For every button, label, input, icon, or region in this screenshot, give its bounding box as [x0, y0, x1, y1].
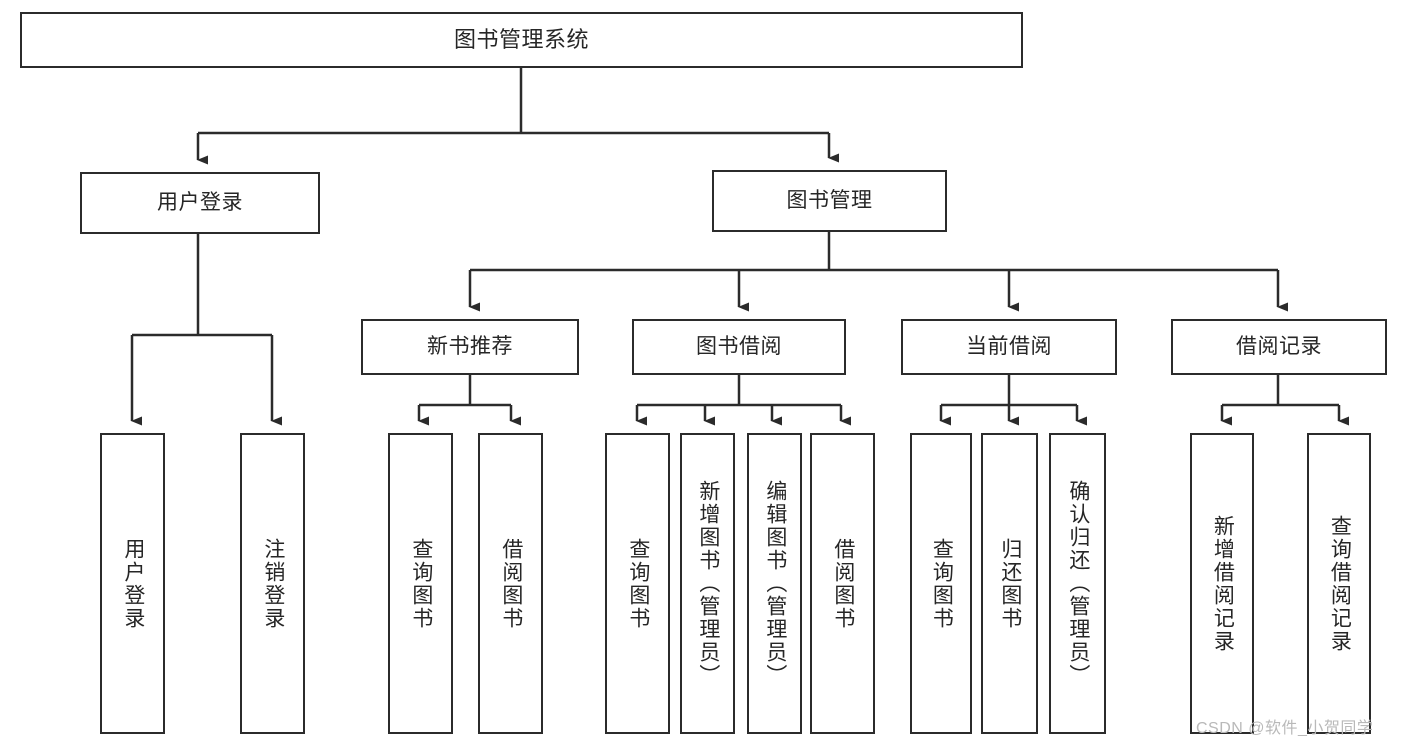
node-label: 新增图书（管理员） [696, 480, 720, 687]
node-label: 借阅记录 [1236, 334, 1322, 358]
leaf-query-book-borrow[interactable]: 查询图书 [605, 433, 670, 734]
leaf-add-book-admin[interactable]: 新增图书（管理员） [680, 433, 735, 734]
leaf-query-book-recommend[interactable]: 查询图书 [388, 433, 453, 734]
leaf-add-borrow-record[interactable]: 新增借阅记录 [1190, 433, 1254, 734]
node-new-book-recommend[interactable]: 新书推荐 [361, 319, 579, 375]
leaf-borrow-book-recommend[interactable]: 借阅图书 [478, 433, 543, 734]
leaf-query-book-current[interactable]: 查询图书 [910, 433, 972, 734]
csdn-watermark: CSDN @软件_小贺同学 [1196, 720, 1374, 737]
leaf-return-book[interactable]: 归还图书 [981, 433, 1038, 734]
leaf-confirm-return-admin[interactable]: 确认归还（管理员） [1049, 433, 1106, 734]
node-label: 确认归还（管理员） [1066, 480, 1090, 687]
node-label: 借阅图书 [831, 537, 855, 630]
node-current-borrow[interactable]: 当前借阅 [901, 319, 1117, 375]
node-label: 图书管理 [786, 188, 873, 212]
node-label: 借阅图书 [499, 537, 523, 630]
leaf-user-login[interactable]: 用户登录 [100, 433, 165, 734]
node-label: 归还图书 [998, 537, 1022, 630]
leaf-edit-book-admin[interactable]: 编辑图书（管理员） [747, 433, 802, 734]
leaf-query-borrow-record[interactable]: 查询借阅记录 [1307, 433, 1371, 734]
node-label: 新增借阅记录 [1211, 514, 1235, 653]
node-label: 查询图书 [626, 537, 650, 630]
node-book-management[interactable]: 图书管理 [712, 170, 947, 232]
node-label: 编辑图书（管理员） [763, 480, 787, 687]
node-label: 图书管理系统 [453, 27, 589, 53]
node-label: 查询图书 [930, 537, 954, 630]
leaf-borrow-book-borrow[interactable]: 借阅图书 [810, 433, 875, 734]
node-borrow-record[interactable]: 借阅记录 [1171, 319, 1387, 375]
node-label: 用户登录 [157, 190, 243, 214]
node-label: 查询图书 [409, 537, 433, 630]
node-user-login[interactable]: 用户登录 [80, 172, 320, 234]
node-label: 当前借阅 [966, 334, 1052, 358]
leaf-logout-login[interactable]: 注销登录 [240, 433, 305, 734]
node-label: 新书推荐 [427, 334, 513, 358]
node-book-borrow[interactable]: 图书借阅 [632, 319, 846, 375]
node-label: 查询借阅记录 [1328, 514, 1352, 653]
node-label: 注销登录 [261, 537, 285, 630]
node-label: 图书借阅 [696, 334, 782, 358]
node-label: 用户登录 [121, 537, 145, 630]
node-root-book-management-system[interactable]: 图书管理系统 [20, 12, 1023, 68]
